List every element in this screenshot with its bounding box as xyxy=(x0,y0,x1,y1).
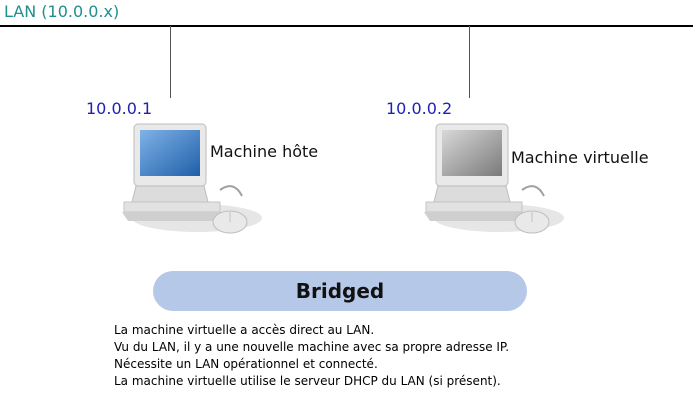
lan-line xyxy=(0,25,693,27)
vm-drop-line xyxy=(469,26,470,98)
vm-computer-icon xyxy=(424,123,564,234)
vm-ip-label: 10.0.0.2 xyxy=(386,99,453,118)
host-label: Machine hôte xyxy=(210,142,319,161)
description-block: La machine virtuelle a accès direct au L… xyxy=(114,322,509,390)
vm-label: Machine virtuelle xyxy=(511,148,649,167)
host-computer-icon xyxy=(122,123,262,234)
host-drop-line xyxy=(170,26,171,98)
mode-pill: Bridged xyxy=(153,271,527,311)
mode-title: Bridged xyxy=(295,279,385,303)
description-line: Vu du LAN, il y a une nouvelle machine a… xyxy=(114,340,510,354)
lan-label: LAN (10.0.0.x) xyxy=(4,2,120,21)
host-ip-label: 10.0.0.1 xyxy=(86,99,153,118)
description-line: La machine virtuelle utilise le serveur … xyxy=(114,374,501,388)
description-line: Nécessite un LAN opérationnel et connect… xyxy=(114,357,378,371)
description-line: La machine virtuelle a accès direct au L… xyxy=(114,323,375,337)
